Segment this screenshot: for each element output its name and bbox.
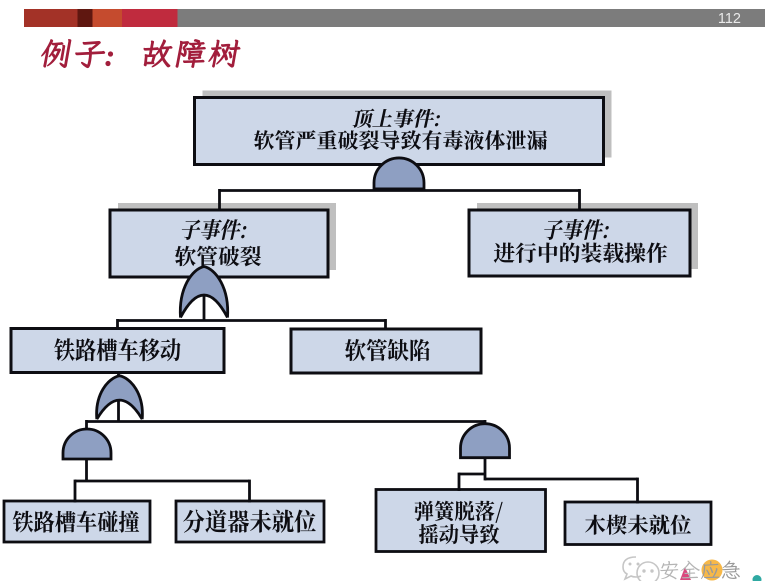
svg-text:112: 112 [718, 11, 741, 27]
